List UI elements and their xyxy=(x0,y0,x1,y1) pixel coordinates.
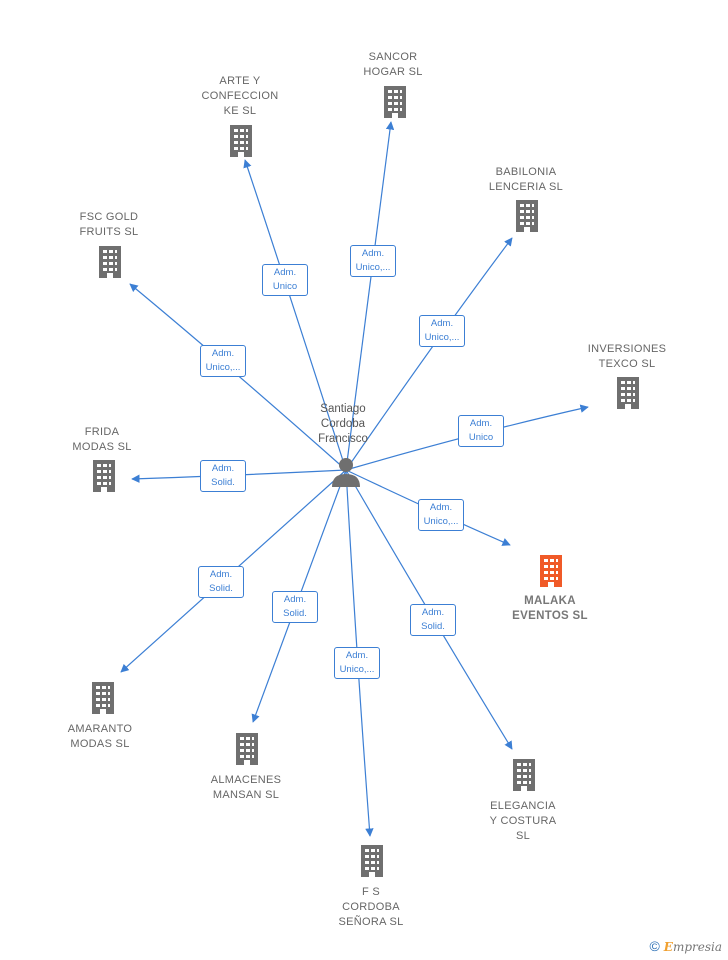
role-badge-almacenes: Adm. Solid. xyxy=(272,591,318,623)
building-icon[interactable] xyxy=(230,125,252,157)
company-label-almacenes[interactable]: ALMACENES MANSAN SL xyxy=(210,774,282,801)
person-icon[interactable] xyxy=(332,458,360,487)
role-badge-inversiones: Adm. Unico xyxy=(458,415,504,447)
company-label-sancor[interactable]: SANCOR HOGAR SL xyxy=(363,51,423,78)
company-label-elegancia[interactable]: ELEGANCIA Y COSTURA SL xyxy=(489,800,557,842)
footer-brand: ©Empresia xyxy=(649,938,722,954)
building-icon[interactable] xyxy=(516,200,538,232)
company-label-fs[interactable]: F S CORDOBA SEÑORA SL xyxy=(338,886,404,928)
company-label-babilonia[interactable]: BABILONIA LENCERIA SL xyxy=(488,166,564,193)
edge-sancor xyxy=(345,121,395,471)
building-icon[interactable] xyxy=(617,377,639,409)
edge-fsc xyxy=(129,283,347,471)
building-icon[interactable] xyxy=(99,246,121,278)
building-icon[interactable] xyxy=(92,682,114,714)
role-badge-malaka: Adm. Unico,... xyxy=(418,499,464,531)
building-icon[interactable] xyxy=(236,733,258,765)
role-badge-amaranto: Adm. Solid. xyxy=(198,566,244,598)
copyright-icon: © xyxy=(649,938,660,954)
company-label-arte[interactable]: ARTE Y CONFECCION KE SL xyxy=(201,75,279,117)
company-label-inversiones[interactable]: INVERSIONES TEXCO SL xyxy=(587,343,667,370)
role-badge-arte: Adm. Unico xyxy=(262,264,308,296)
building-icon[interactable] xyxy=(513,759,535,791)
building-icon[interactable] xyxy=(361,845,383,877)
role-badge-elegancia: Adm. Solid. xyxy=(410,604,456,636)
company-label-frida[interactable]: FRIDA MODAS SL xyxy=(72,426,132,453)
building-icon[interactable] xyxy=(384,86,406,118)
person-label[interactable]: Santiago Cordoba Francisco xyxy=(318,403,368,445)
company-label-fsc[interactable]: FSC GOLD FRUITS SL xyxy=(79,211,139,238)
company-label-malaka[interactable]: MALAKA EVENTOS SL xyxy=(512,595,588,622)
role-badge-babilonia: Adm. Unico,... xyxy=(419,315,465,347)
brand-logo: Empresia xyxy=(663,940,722,954)
building-icon[interactable] xyxy=(540,555,562,587)
company-label-amaranto[interactable]: AMARANTO MODAS SL xyxy=(67,723,133,750)
building-icon[interactable] xyxy=(93,460,115,492)
edge-arte xyxy=(243,159,347,471)
role-badge-frida: Adm. Solid. xyxy=(200,460,246,492)
role-badge-fsc: Adm. Unico,... xyxy=(200,345,246,377)
role-badge-sancor: Adm. Unico,... xyxy=(350,245,396,277)
role-badge-fs: Adm. Unico,... xyxy=(334,647,380,679)
